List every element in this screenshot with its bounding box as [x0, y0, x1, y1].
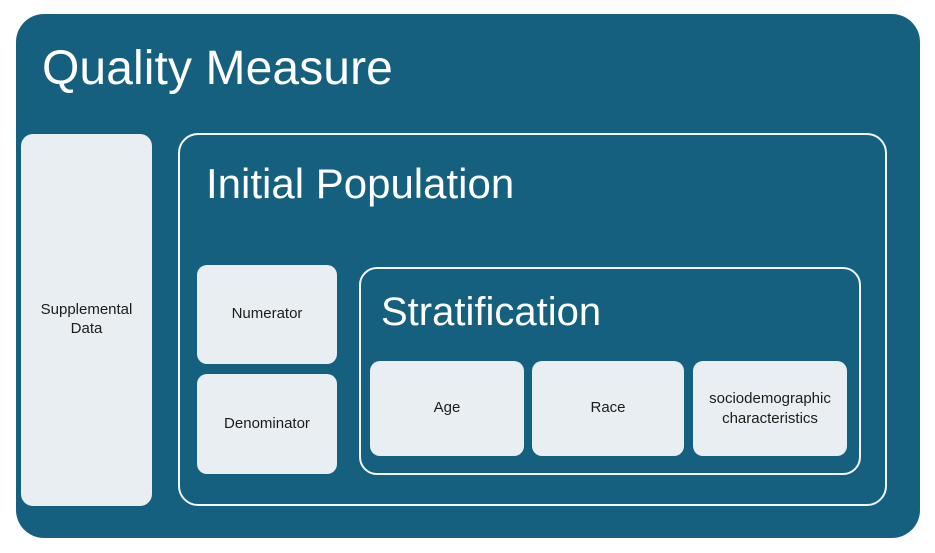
stratification-item-sociodemographic: sociodemographic characteristics: [693, 361, 847, 456]
supplemental-data-box: Supplemental Data: [21, 134, 152, 506]
supplemental-data-label: Supplemental Data: [40, 301, 133, 337]
initial-population-title: Initial Population: [206, 160, 515, 207]
stratification-item-age-label: Age: [433, 399, 461, 417]
quality-measure-title: Quality Measure: [42, 42, 393, 95]
stratification-item-race-label: Race: [590, 399, 626, 417]
stratification-group: [359, 267, 861, 475]
numerator-label: Numerator: [231, 305, 303, 323]
stratification-item-sociodemographic-label: sociodemographic characteristics: [709, 390, 831, 427]
denominator-label: Denominator: [224, 414, 310, 432]
stratification-item-age: Age: [370, 361, 524, 456]
initial-population-group: [178, 133, 887, 506]
denominator-box: Denominator: [197, 374, 337, 474]
stratification-item-race: Race: [532, 361, 684, 456]
numerator-box: Numerator: [197, 265, 337, 364]
stratification-title: Stratification: [381, 290, 602, 334]
